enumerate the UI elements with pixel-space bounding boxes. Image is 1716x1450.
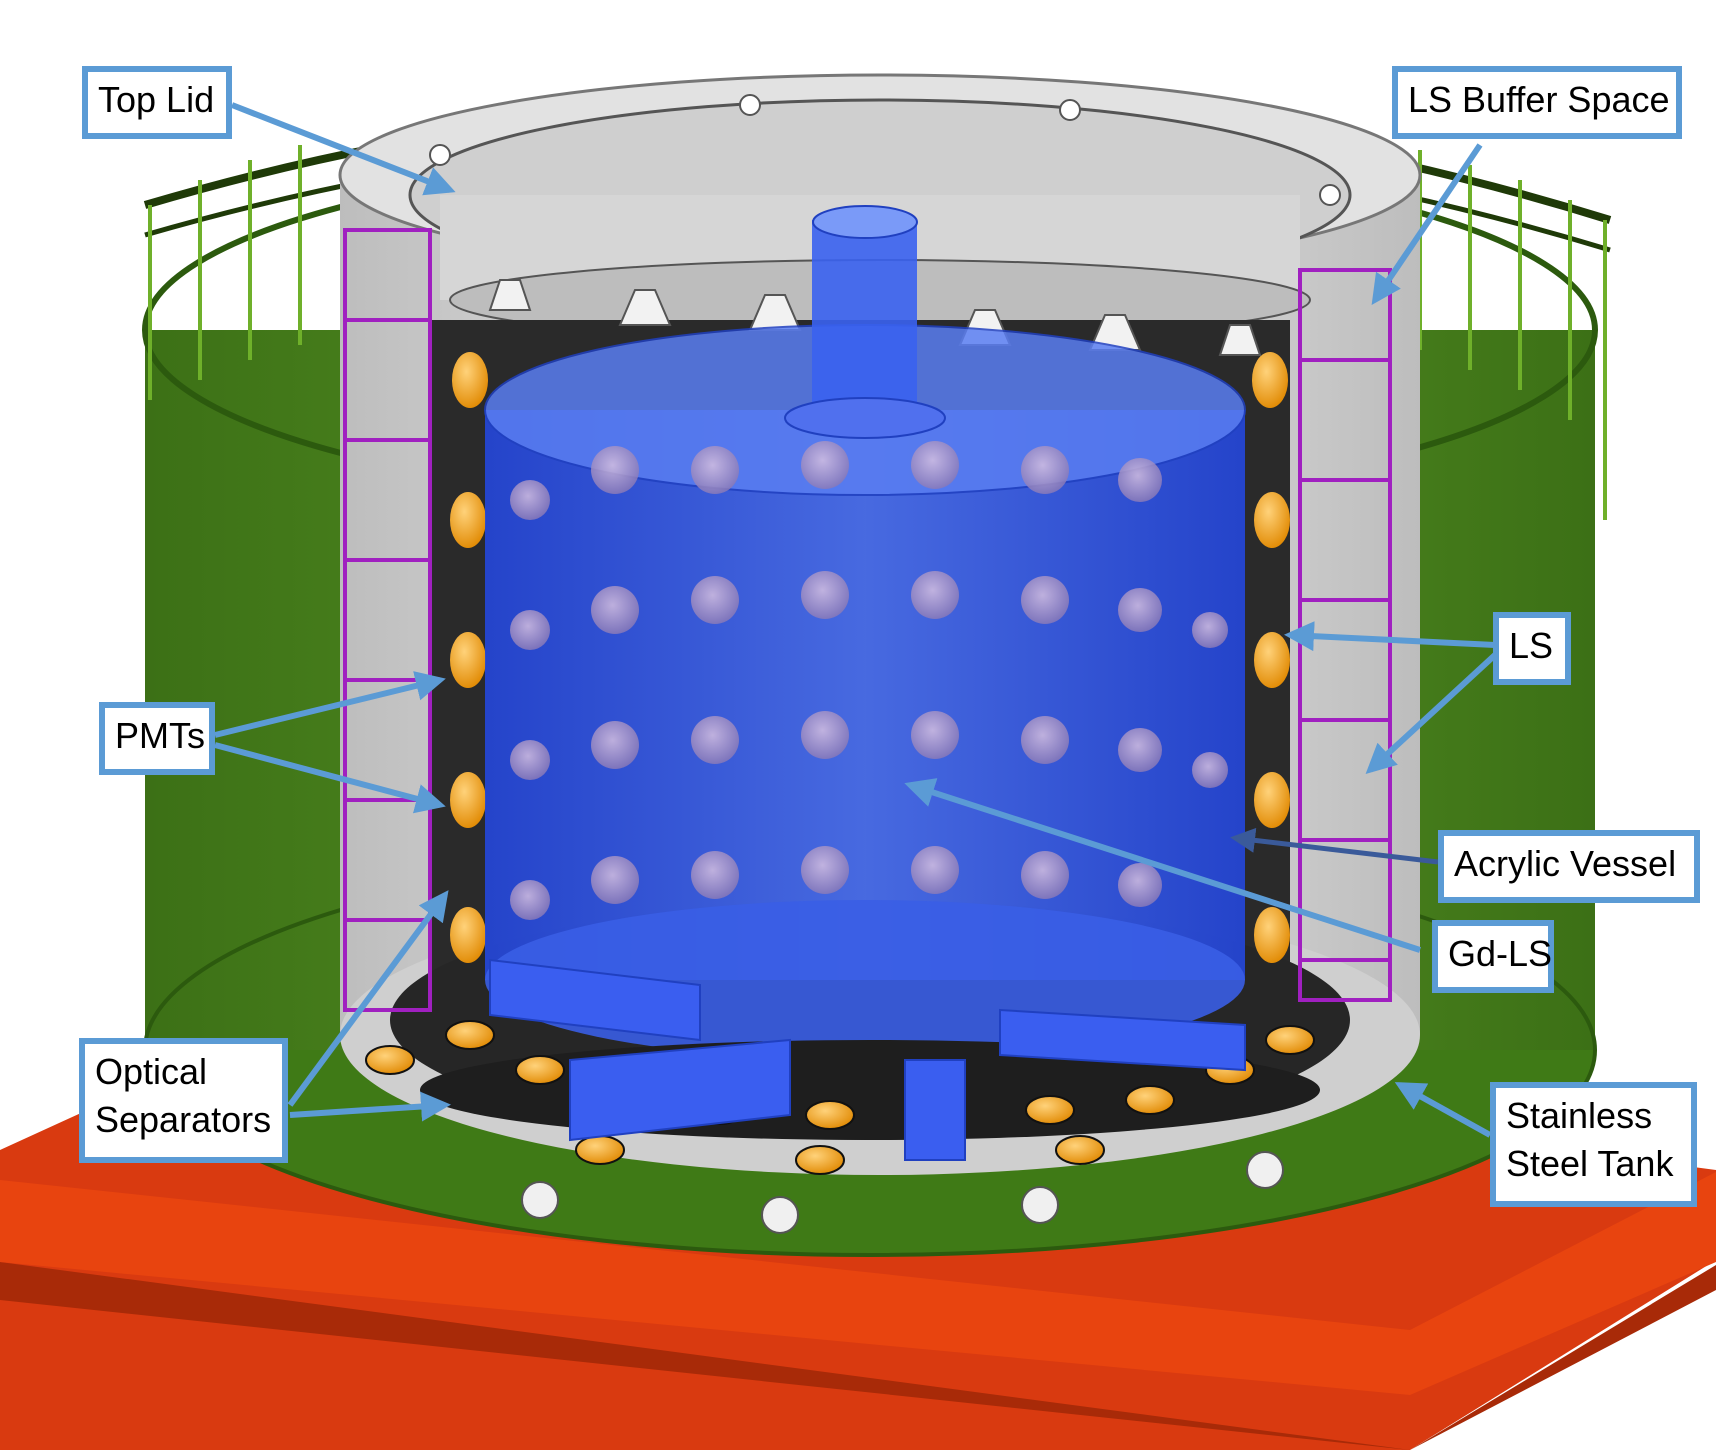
label-gd-ls: Gd-LS bbox=[1432, 920, 1554, 993]
pmts-through-vessel bbox=[510, 441, 1228, 920]
arrow-pmts-2 bbox=[214, 742, 446, 814]
label-stainless-steel-tank-line2: Steel Tank bbox=[1506, 1143, 1674, 1184]
arrow-top-lid bbox=[230, 102, 456, 196]
label-optical-separators: Optical Separators bbox=[79, 1038, 288, 1163]
label-optical-separators-line2: Separators bbox=[95, 1099, 272, 1140]
label-top-lid: Top Lid bbox=[82, 66, 232, 139]
label-ls-buffer-space: LS Buffer Space bbox=[1392, 66, 1682, 139]
arrow-ls-2 bbox=[1365, 652, 1498, 775]
arrow-optical-separators-1 bbox=[287, 890, 449, 1107]
label-acrylic-vessel: Acrylic Vessel bbox=[1438, 830, 1700, 903]
label-optical-separators-line1: Optical bbox=[95, 1051, 208, 1092]
arrow-acrylic-vessel bbox=[1230, 827, 1439, 865]
label-stainless-steel-tank-line1: Stainless bbox=[1506, 1095, 1653, 1136]
pmt-array bbox=[450, 352, 1290, 963]
arrow-ls-buffer-space bbox=[1371, 143, 1483, 305]
arrow-ls-1 bbox=[1284, 621, 1496, 652]
arrow-optical-separators-2 bbox=[289, 1091, 451, 1122]
arrows bbox=[214, 102, 1498, 1138]
arrow-stainless-steel-tank bbox=[1394, 1082, 1492, 1138]
label-pmts: PMTs bbox=[99, 702, 215, 775]
optical-separators bbox=[489, 958, 1246, 1161]
arrow-pmts-1 bbox=[214, 671, 446, 738]
label-ls: LS bbox=[1493, 612, 1571, 685]
arrow-gd-ls bbox=[904, 778, 1421, 953]
label-stainless-steel-tank: Stainless Steel Tank bbox=[1490, 1082, 1697, 1207]
